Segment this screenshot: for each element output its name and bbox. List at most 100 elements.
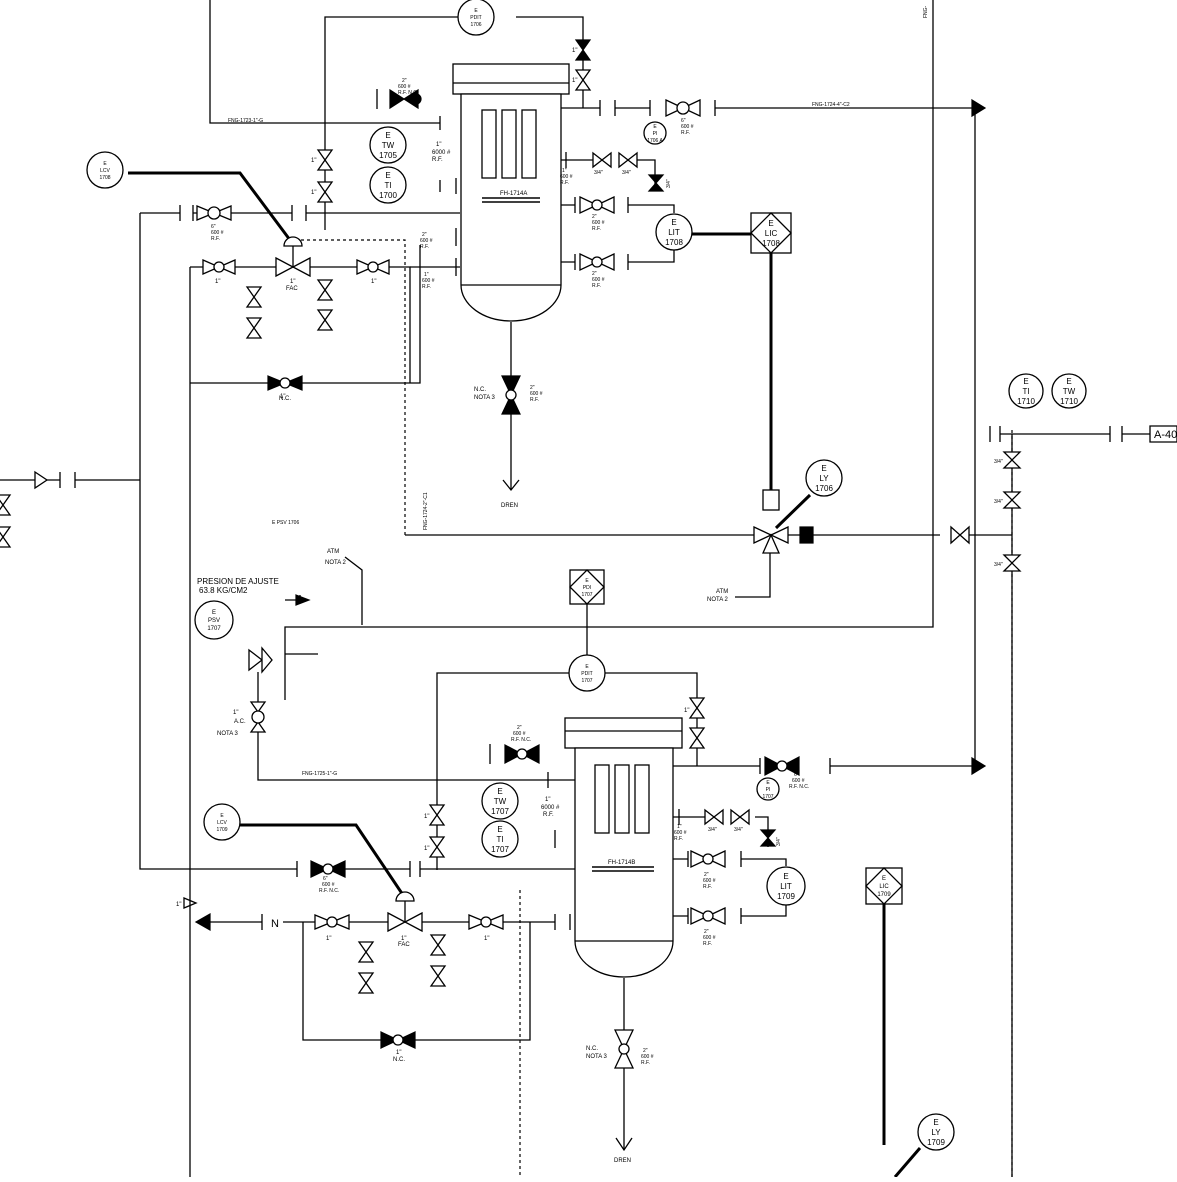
valves [0,39,1022,1069]
presion-label-2: 63.8 KG/CM2 [199,586,248,595]
size-1in-b4: 1" [326,936,331,942]
fac-label-a: FAC [286,286,298,292]
vessel-a: FH-1714A [452,63,570,322]
instrument-text-line-2: TI [1022,387,1029,396]
nc-label-a: N.C. [474,387,486,393]
dren-label-b: DREN [614,1158,631,1164]
rf-a-out: R.F. [681,130,690,136]
instrument-circle [1051,373,1087,409]
instrument-text-line-3: 1709 [216,827,227,833]
instrument-text-line-2: LCV [100,168,110,174]
instrument-text-line-1: E [385,171,390,180]
instrument-text-line-1: E [497,787,502,796]
line-label-vertical: FNG-1724-2"-C1 [423,492,429,530]
rating-a-top: 600 # [398,84,411,90]
size-1in-a3: 1" [371,279,376,285]
instrument-text-line-2: LCV [217,820,227,826]
size-34-b2: 3/4" [734,827,743,833]
instrument-text-line-3: 1709 [777,892,795,901]
atm-label-1: ATM [327,549,339,555]
rating-a-side: 600 # [560,174,573,180]
instrument-text-line-3: 1708 [762,239,780,248]
instrument-text-line-1: E [783,872,788,881]
instrument-text-line-1: E [766,780,770,786]
rating6000-b: 6000 # [541,805,560,811]
rating-b-top: 600 # [513,731,526,737]
size-1in-check: 1" [176,902,181,908]
instrument-text-line-3: 1708 [99,175,110,181]
size-1in-a1: 1" [215,279,220,285]
nc-label-b: N.C. [586,1046,598,1052]
instrument-text-line-1: E [671,218,676,227]
instrument-text-line-2: LIT [668,228,680,237]
instrument-text-line-2: TI [496,835,503,844]
size-1in-a7: 1" [572,78,577,84]
instrument-square [569,569,605,605]
instrument-text-line-2: LIC [879,884,889,890]
instrument-circle [766,866,806,906]
instrument-circle [194,600,234,640]
nota2-label-2: NOTA 2 [707,597,729,603]
instrument-text-line-1: E [220,813,224,819]
flow-arrows [183,98,987,1152]
size-34-r3: 3/4" [994,562,1003,568]
vessel-b-tag: FH-1714B [608,860,635,866]
text-labels: FNG-1723-1"-G FNG-1724-4"-C2 FNG-1725-1"… [176,5,1003,1164]
instrument-text-line-1: E [497,825,502,834]
ac-label: A.C. [234,719,246,725]
instrument-text-line-2: LY [819,474,829,483]
instrument-text-line-3: 1710 [1060,397,1078,406]
instrument-diamond [569,569,605,605]
dren-label-a: DREN [501,503,518,509]
instrument-circle [805,459,843,497]
instrument-text-line-1: E [385,131,390,140]
size-2in-a-top: 2" [402,78,407,84]
instrument-text-line-2: PDIT [581,671,592,677]
size-1in-b1: 1" [424,814,429,820]
n-marker: N [271,918,279,930]
fac-label-b: FAC [398,942,410,948]
vessel-b: FH-1714B [564,717,683,978]
size-1in-a2: 1" [290,279,295,285]
size-1in-a-in2: 1" [424,272,429,278]
size-1in-b3: 1" [684,708,689,714]
size-1in-a4: 1" [311,158,316,164]
size-1in-a6: 1" [572,48,577,54]
instrument-text-line-2: LIC [765,229,778,238]
instrument-text-line-2: PI [653,131,658,137]
instrument-circle [756,777,780,801]
rating-a-lv2: 600 # [592,277,605,283]
instrument-circle [643,121,667,145]
size-34-r1: 3/4" [994,459,1003,465]
rating-a-drain: 600 # [530,391,543,397]
instrument-text-line-3: 1709 [927,1138,945,1147]
size-1in-a8: 1" [436,142,441,148]
signal-lines [295,239,1013,1177]
size-2in-a-lv2: 2" [592,271,597,277]
instrument-text-line-3: 1710 [1017,397,1035,406]
size-2in-b-lv1: 2" [704,872,709,878]
rating-b-drain: 600 # [641,1054,654,1060]
size-1in-b6: 1" [484,936,489,942]
instrument-text-line-3: 1706 [815,484,833,493]
instrument-text-line-3: 1707 [762,794,773,800]
instrument-text-line-3: 1707 [491,807,509,816]
instrument-text-line-1: E [882,876,886,882]
rf-b-drain: R.F. [641,1060,650,1066]
rating-b-hdr: 600 # [322,882,335,888]
rating-b-out: 600 # [792,778,805,784]
nc-label-bypass-a: N.C. [279,396,291,402]
instrument-text-line-2: TW [1063,387,1076,396]
